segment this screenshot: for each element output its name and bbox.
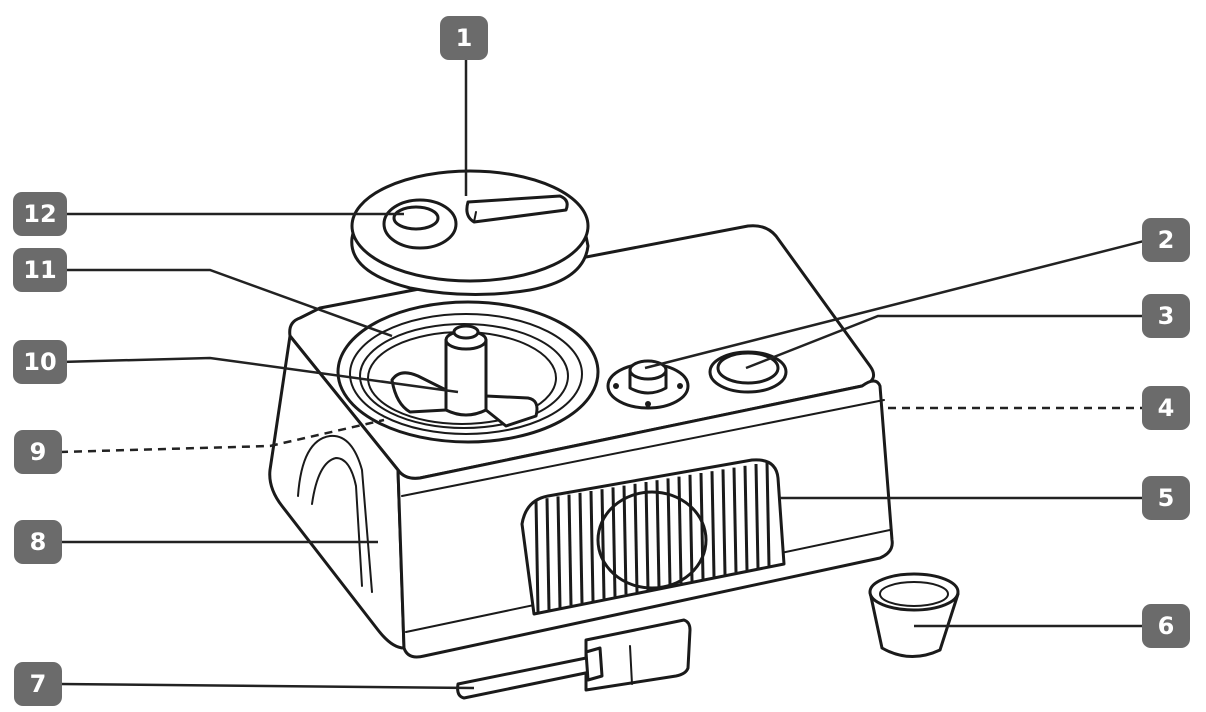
knob-marker-left [613, 383, 619, 389]
vent-slat [699, 472, 705, 580]
body-front-lip [401, 399, 885, 497]
measuring-cup-inner [879, 581, 949, 607]
callout-5-number: 5 [1158, 484, 1175, 512]
vent-slat [556, 496, 562, 608]
callout-10-number: 10 [23, 348, 56, 376]
vent-slat [677, 476, 683, 584]
leader-3 [745, 314, 1148, 370]
vent-slat [655, 480, 661, 588]
vent-slat [710, 471, 716, 577]
vent-grille-frame [520, 458, 786, 616]
ingredient-opening-inner [392, 205, 440, 231]
bowl-inner-rim-1 [349, 313, 583, 435]
knob-marker-right [677, 383, 683, 389]
vent-slat [578, 492, 584, 604]
paddle-shaft-cap [452, 324, 480, 340]
callout-10: 10 [13, 340, 67, 384]
callout-3: 3 [1142, 294, 1190, 338]
vent-slat [600, 489, 606, 599]
side-handle-inner [311, 456, 363, 587]
vent-slat [754, 463, 760, 569]
callout-8: 8 [14, 520, 62, 564]
vent-slat [688, 474, 694, 582]
vent-grille [520, 458, 786, 616]
lid-handle-edge [473, 211, 477, 223]
vent-slat [721, 469, 727, 575]
callout-4-number: 4 [1158, 394, 1175, 422]
vent-slat [589, 490, 595, 602]
spatula-handle [456, 654, 602, 700]
mixing-paddle-shaft [444, 338, 488, 417]
callouts: 1 2 3 4 5 6 7 8 9 10 11 [13, 16, 1190, 706]
vent-slat [622, 485, 628, 595]
callout-7-number: 7 [30, 670, 47, 698]
lid-assembly [350, 169, 590, 297]
mixing-paddle-blade-left [390, 371, 448, 414]
callout-8-number: 8 [30, 528, 47, 556]
leader-2 [644, 238, 1149, 370]
callout-11-number: 11 [23, 256, 56, 284]
vent-slat [666, 478, 672, 586]
vent-slat [633, 483, 639, 593]
vent-slat [644, 481, 650, 591]
leader-10 [59, 356, 459, 394]
vent-slat [534, 499, 540, 613]
spatula-grip [584, 646, 604, 682]
callout-6: 6 [1142, 604, 1190, 648]
leader-7 [59, 682, 475, 690]
callout-7: 7 [14, 662, 62, 706]
leader-11 [60, 268, 393, 338]
callout-1-number: 1 [456, 24, 473, 52]
callout-3-number: 3 [1158, 302, 1175, 330]
measuring-cup [868, 572, 960, 658]
callout-1: 1 [440, 16, 488, 60]
vent-slat [567, 494, 573, 606]
callout-9: 9 [14, 430, 62, 474]
measuring-cup-rim [868, 572, 960, 612]
lid-handle [465, 194, 569, 224]
spatula [456, 618, 692, 700]
callout-6-number: 6 [1158, 612, 1175, 640]
knob-marker-bottom [645, 401, 651, 407]
callout-5: 5 [1142, 476, 1190, 520]
side-handle-recess [297, 434, 373, 593]
vent-slat [732, 467, 738, 573]
vent-slat [743, 465, 749, 571]
callout-12: 12 [13, 192, 67, 236]
vent-slat [765, 462, 771, 566]
leader-lines [59, 58, 1149, 690]
callout-9-number: 9 [30, 438, 47, 466]
callout-2-number: 2 [1158, 226, 1175, 254]
leader-9 [59, 418, 385, 454]
callout-11: 11 [13, 248, 67, 292]
mixing-paddle-blade-right [484, 394, 539, 428]
bowl-inner-rim-2 [359, 323, 569, 429]
bowl-assembly [336, 300, 600, 444]
spatula-blade [584, 618, 692, 692]
controls [606, 350, 788, 410]
callout-2: 2 [1142, 218, 1190, 262]
callout-12-number: 12 [23, 200, 56, 228]
callout-4: 4 [1142, 386, 1190, 430]
fan-outline [596, 490, 708, 590]
spatula-blade-edge [629, 645, 633, 685]
vent-slat [545, 498, 551, 610]
